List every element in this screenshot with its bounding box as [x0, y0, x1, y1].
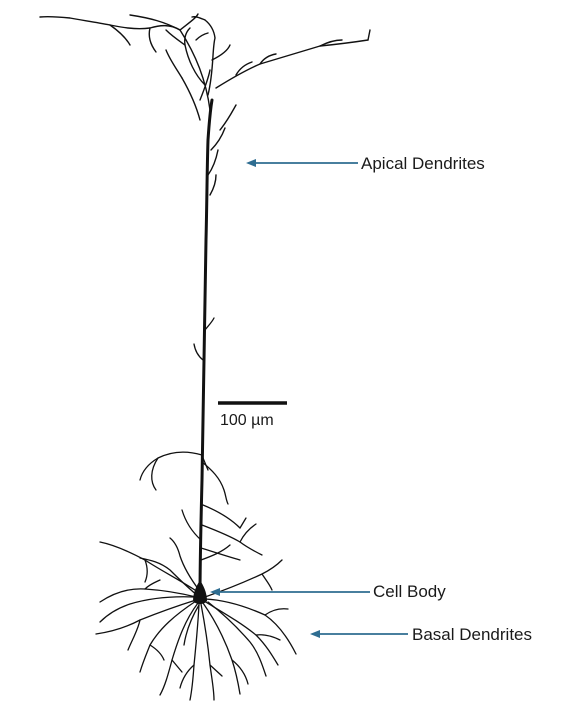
- apical-dendrite-tuft: [40, 14, 370, 195]
- apical-arrowhead: [246, 159, 256, 167]
- apical-trunk: [200, 100, 212, 597]
- basal-dendrites: [96, 538, 296, 700]
- annotation-arrows: [210, 159, 408, 638]
- cell-body-label: Cell Body: [373, 582, 446, 602]
- scale-bar-label: 100 µm: [220, 412, 274, 430]
- basal-dendrites-label: Basal Dendrites: [412, 625, 532, 645]
- apical-dendrites-label: Apical Dendrites: [361, 154, 485, 174]
- basal-arrowhead: [310, 630, 320, 638]
